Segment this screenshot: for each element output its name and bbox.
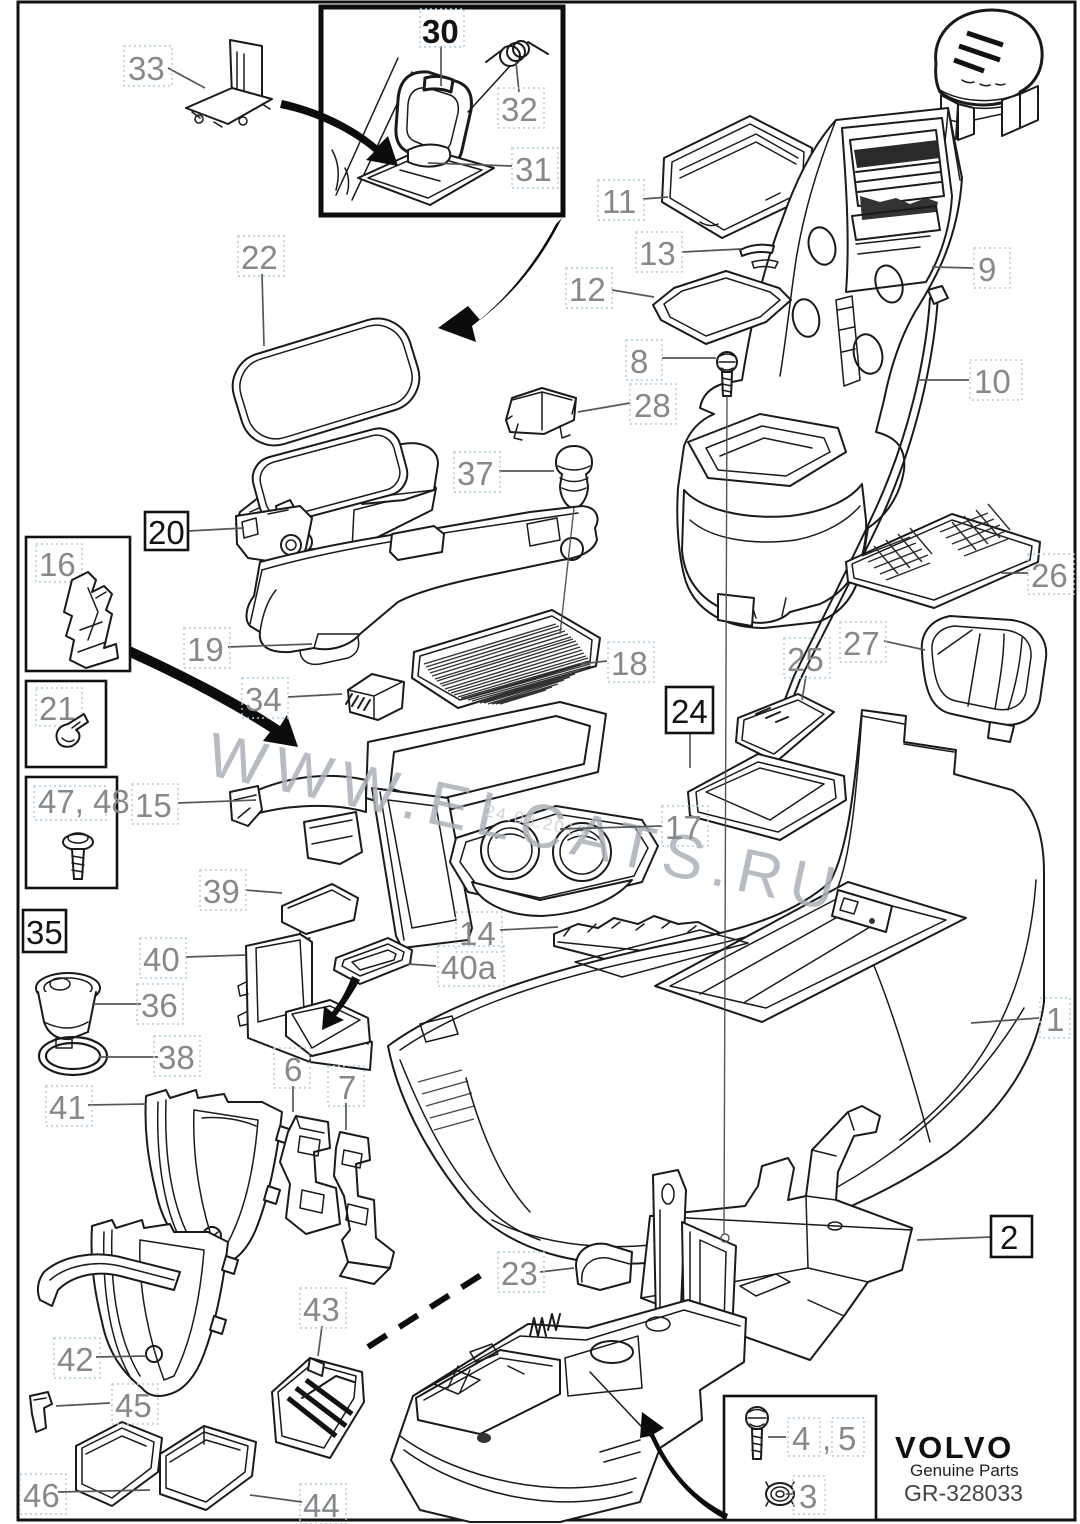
svg-text:2: 2 xyxy=(1000,1219,1018,1256)
svg-text:40a: 40a xyxy=(441,949,497,986)
svg-text:38: 38 xyxy=(158,1039,195,1076)
svg-text:28: 28 xyxy=(634,387,671,424)
svg-text:46: 46 xyxy=(23,1477,60,1514)
svg-text:34: 34 xyxy=(245,681,282,718)
svg-text:42: 42 xyxy=(57,1341,94,1378)
svg-text:15: 15 xyxy=(135,787,172,824)
svg-text:8: 8 xyxy=(630,343,648,380)
svg-text:23: 23 xyxy=(501,1255,538,1292)
svg-text:5: 5 xyxy=(838,1420,856,1457)
svg-text:30: 30 xyxy=(422,13,459,50)
svg-text:17: 17 xyxy=(665,809,702,846)
svg-text:10: 10 xyxy=(974,363,1011,400)
svg-text:26: 26 xyxy=(1031,557,1068,594)
svg-text:22: 22 xyxy=(241,239,278,276)
svg-text:13: 13 xyxy=(639,235,676,272)
svg-text:36: 36 xyxy=(141,987,178,1024)
svg-text:33: 33 xyxy=(128,50,165,87)
svg-text:32: 32 xyxy=(501,91,538,128)
svg-text:25: 25 xyxy=(787,641,824,678)
svg-text:19: 19 xyxy=(187,631,224,668)
svg-text:21: 21 xyxy=(39,690,76,727)
svg-text:9: 9 xyxy=(978,251,996,288)
svg-text:45: 45 xyxy=(115,1387,152,1424)
svg-text:39: 39 xyxy=(203,873,240,910)
svg-text:11: 11 xyxy=(602,183,636,220)
svg-text:31: 31 xyxy=(515,151,552,188)
svg-text:12: 12 xyxy=(569,271,606,308)
svg-text:4: 4 xyxy=(792,1420,810,1457)
svg-text:35: 35 xyxy=(26,914,63,951)
svg-text:44: 44 xyxy=(303,1487,340,1524)
svg-text:VOLVO: VOLVO xyxy=(895,1430,1014,1465)
svg-text:Genuine Parts: Genuine Parts xyxy=(910,1461,1019,1480)
svg-text:27: 27 xyxy=(843,625,880,662)
svg-text:18: 18 xyxy=(611,645,648,682)
svg-text:7: 7 xyxy=(338,1069,356,1106)
svg-text:20: 20 xyxy=(148,514,185,551)
svg-text:1: 1 xyxy=(1046,1001,1064,1038)
svg-text:6: 6 xyxy=(284,1051,302,1088)
svg-text:,: , xyxy=(822,1420,831,1457)
svg-text:47, 48: 47, 48 xyxy=(38,783,130,820)
svg-text:GR-328033: GR-328033 xyxy=(904,1480,1023,1506)
svg-text:43: 43 xyxy=(303,1291,340,1328)
svg-text:3: 3 xyxy=(799,1478,817,1515)
svg-text:40: 40 xyxy=(143,941,180,978)
svg-text:37: 37 xyxy=(457,455,494,492)
svg-text:16: 16 xyxy=(39,546,76,583)
svg-text:24: 24 xyxy=(671,693,708,730)
svg-text:41: 41 xyxy=(49,1089,86,1126)
